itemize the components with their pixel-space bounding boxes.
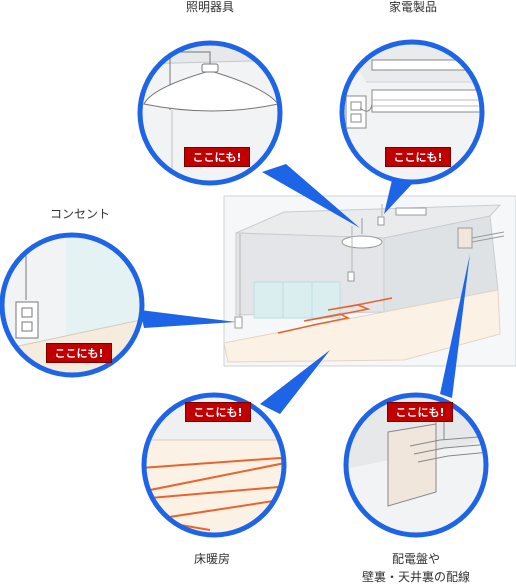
label-outlet: コンセント (50, 207, 111, 221)
label-appliance: 家電製品 (389, 0, 438, 14)
badge-floor-heating: ここにも! (185, 402, 251, 422)
badge-appliance: ここにも! (385, 147, 451, 167)
badge-panel: ここにも! (387, 402, 453, 422)
outlet-bubble (0, 232, 145, 378)
room-illustration (223, 195, 516, 367)
badge-outlet: ここにも! (46, 343, 112, 363)
callout-pointers (140, 164, 470, 414)
label-floor-heating: 床暖房 (194, 552, 231, 566)
label-panel-line2: 壁裏・天井裏の配線 (361, 570, 470, 584)
label-panel-line1: 配電盤や (391, 552, 440, 566)
label-lighting: 照明器具 (186, 0, 235, 14)
badge-lighting: ここにも! (184, 147, 250, 167)
